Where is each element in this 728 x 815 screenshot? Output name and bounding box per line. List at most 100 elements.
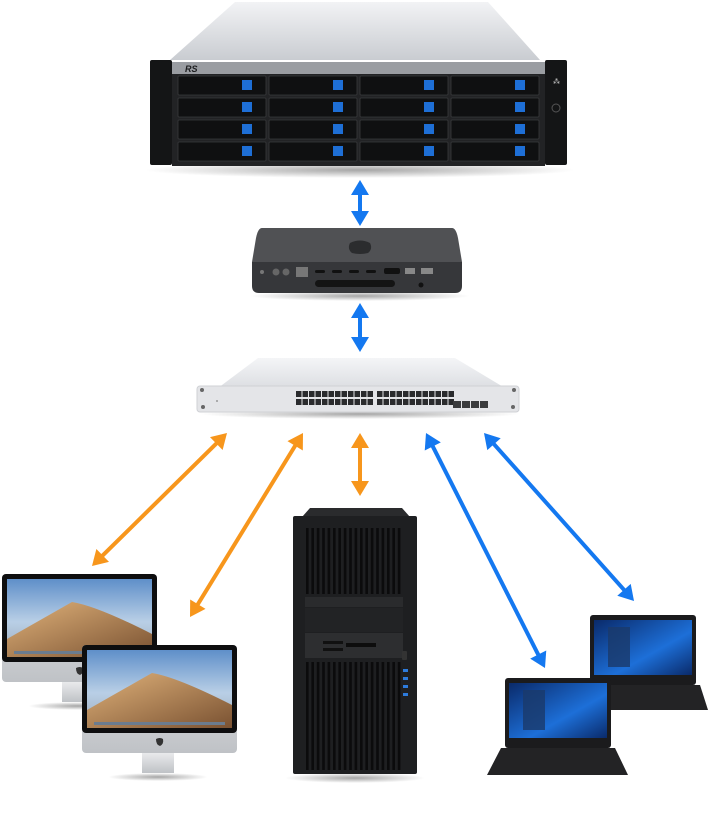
server-top-panel: [170, 2, 540, 60]
grill-slot: [311, 528, 314, 594]
sfp-uplink-port: [480, 401, 488, 408]
mini-back-panel: [252, 262, 462, 293]
drive-latch: [242, 80, 252, 90]
imac-screen: [87, 650, 232, 728]
switch-port: [409, 391, 415, 397]
mac-mini[interactable]: [250, 228, 470, 301]
switch-port: [409, 399, 415, 405]
switch-port: [390, 391, 396, 397]
optical-drive[interactable]: [305, 597, 403, 607]
switch-port: [435, 391, 441, 397]
grill-slot: [360, 662, 363, 770]
switch-port: [367, 391, 373, 397]
arrowhead-icon: [351, 433, 369, 448]
drive-bay: [177, 141, 267, 162]
imac-screen: [7, 579, 152, 657]
apple-logo-icon: [156, 738, 164, 746]
start-menu: [523, 690, 545, 730]
imac-2[interactable]: [82, 645, 237, 781]
network-switch[interactable]: [196, 358, 520, 419]
usb-port-icon: [403, 685, 408, 688]
drive-bay: [450, 75, 540, 96]
tower-handle: [302, 508, 410, 517]
switch-port: [396, 399, 402, 405]
thunderbolt-port-icon: [349, 270, 359, 273]
laptop-1[interactable]: [487, 678, 628, 775]
usb-a-port-icon: [405, 268, 415, 274]
apple-logo-icon: [76, 667, 84, 675]
grill-slot: [322, 662, 325, 770]
switch-port: [348, 391, 354, 397]
switch-port: [429, 399, 435, 405]
arrowhead-icon: [484, 433, 501, 451]
drive-latch: [333, 80, 343, 90]
link-line: [99, 439, 220, 560]
drive-bay: [268, 141, 358, 162]
server-left-ear: [150, 60, 172, 165]
grill-slot: [370, 662, 374, 770]
switch-port: [416, 399, 422, 405]
storage-server[interactable]: RS ⁂: [145, 2, 575, 178]
switch-top: [218, 358, 505, 388]
drive-bay: [359, 97, 449, 118]
tower-power-button[interactable]: [402, 651, 407, 660]
grill-slot: [343, 662, 347, 770]
thunderbolt-port-icon: [366, 270, 376, 273]
drive-bay: [177, 75, 267, 96]
drive-bay: [268, 75, 358, 96]
switch-port: [315, 391, 321, 397]
drive-latch: [242, 124, 252, 134]
start-menu: [608, 627, 630, 667]
switch-port: [341, 391, 347, 397]
switch-port: [361, 399, 367, 405]
arrowhead-icon: [209, 433, 227, 450]
drive-latch: [424, 124, 434, 134]
switch-port: [335, 399, 341, 405]
drive-bay: [450, 119, 540, 140]
apple-logo-icon: [348, 240, 372, 254]
switch-port: [296, 399, 302, 405]
grill-slot: [360, 528, 363, 594]
sfp-uplink-port: [462, 401, 470, 408]
switch-port: [341, 399, 347, 405]
switch-port: [383, 399, 389, 405]
thunderbolt-port-icon: [332, 270, 342, 273]
grill-slot: [327, 662, 331, 770]
switch-status-led: [216, 400, 218, 402]
arrowhead-icon: [351, 337, 369, 352]
drive-latch: [424, 102, 434, 112]
grill-slot: [392, 528, 395, 594]
grill-slot: [365, 662, 368, 770]
server-brand-logo: RS: [185, 64, 198, 74]
drive-bay: [359, 75, 449, 96]
grill-slot: [316, 528, 320, 594]
drive-bay: [359, 141, 449, 162]
thunderbolt-ports: [315, 270, 376, 273]
drive-latch: [242, 146, 252, 156]
switch-port: [296, 391, 302, 397]
laptop-2[interactable]: [580, 615, 708, 710]
grill-slot: [333, 528, 336, 594]
ac-port-icon: [272, 268, 280, 276]
grill-slot: [354, 528, 358, 594]
arrowhead-icon: [190, 599, 206, 617]
drive-bay: [450, 97, 540, 118]
imac-stand: [142, 753, 174, 773]
hdmi-port-icon: [384, 268, 400, 274]
server-top-strip: [172, 62, 545, 74]
switch-port: [361, 391, 367, 397]
link-line: [429, 442, 542, 659]
switch-port: [322, 399, 328, 405]
server-power-button[interactable]: [551, 103, 561, 113]
switch-port: [322, 391, 328, 397]
grill-slot: [370, 528, 374, 594]
switch-port: [302, 391, 308, 397]
arrowhead-icon: [351, 211, 369, 226]
workstation-tower[interactable]: [285, 508, 425, 783]
headphone-jack-icon: [418, 282, 424, 288]
switch-port: [396, 391, 402, 397]
usb-port-icon: [403, 669, 408, 672]
switch-port: [448, 399, 454, 405]
drive-latch: [333, 102, 343, 112]
